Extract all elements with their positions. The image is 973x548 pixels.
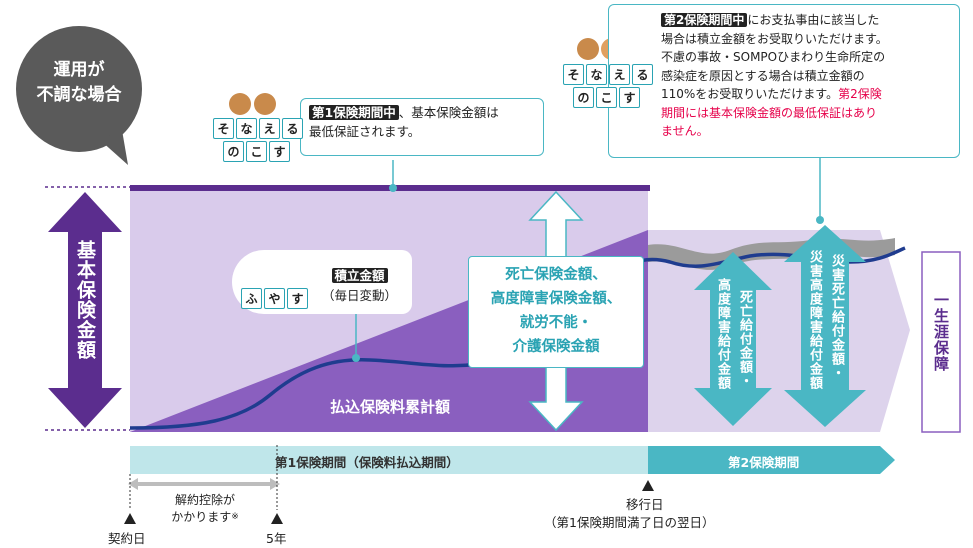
char-su: す [269, 141, 290, 162]
char-ko: こ [246, 141, 267, 162]
death-benefit-line4: 介護保険金額 [512, 339, 600, 355]
marker-transition-note: （第1保険期間満了日の翌日） [544, 515, 715, 530]
lifetime-label: 一生涯保障 [932, 292, 950, 372]
gray-bubble [16, 26, 142, 152]
mascot-left-2 [577, 38, 599, 60]
benefit-arrow2-label-a: 災害死亡給付金額・ [829, 254, 844, 380]
surrender-arrow-right [270, 478, 280, 490]
surrender-line1: 解約控除が [174, 493, 235, 507]
base-amount-arrow [48, 192, 122, 428]
callout1-badge: 第1保険期間中 [309, 105, 399, 120]
marker-transition [642, 480, 654, 491]
callout1-text1: 、基本保険金額は [398, 105, 499, 120]
marker-contract-label: 契約日 [108, 531, 146, 546]
mascot-left-1 [229, 93, 251, 115]
period2-label: 第2保険期間 [728, 455, 800, 470]
char-no: の [223, 141, 244, 162]
fuyasu-badge: 積立金額 [331, 268, 388, 283]
death-benefit-line3: 就労不能・ [519, 315, 593, 331]
char2-su: す [619, 87, 640, 108]
gray-bubble-tail [100, 130, 128, 165]
fuyasu-sub: （毎日変動） [322, 288, 398, 303]
fund-dot [352, 354, 360, 362]
callout2-red2: 期間には基本保険金額の最低保証はあり [661, 105, 878, 120]
gray-bubble-line2: 不調な場合 [36, 85, 122, 105]
char-so: そ [213, 118, 234, 139]
benefit-arrow-2 [784, 225, 866, 427]
death-benefit-box: 死亡保険金額、 高度障害保険金額、 就労不能・ 介護保険金額 [468, 256, 644, 368]
fuyasu-chars: ふやす [240, 288, 309, 309]
premium-label: 払込保険料累計額 [330, 398, 451, 416]
char-su2: す [287, 288, 308, 309]
char2-ru: る [632, 64, 653, 85]
callout1-box: 第1保険期間中、基本保険金額は 最低保証されます。 [300, 98, 544, 156]
marker-year5-label: 5年 [266, 531, 287, 546]
char-ya: や [264, 288, 285, 309]
surrender-arrow-left [128, 478, 138, 490]
fuyasu-labels: 積立金額 （毎日変動） [322, 266, 397, 306]
char2-na: な [586, 64, 607, 85]
char2-no: の [573, 87, 594, 108]
gray-bubble-line1: 運用が [53, 60, 105, 80]
surrender-line2: かかります [171, 510, 232, 524]
callout2-badge: 第2保険期間中 [661, 13, 748, 27]
char-e: え [259, 118, 280, 139]
callout2-dot [816, 216, 824, 224]
char2-ko: こ [596, 87, 617, 108]
marker-transition-label: 移行日 [626, 497, 664, 512]
callout2-line1: にお支払事由に該当した [747, 13, 880, 27]
benefit-arrow2-label-b: 災害高度障害給付金額 [807, 250, 822, 390]
char2-e: え [609, 64, 630, 85]
period1-label: 第1保険期間（保険料払込期間） [275, 455, 459, 470]
death-benefit-line2: 高度障害保険金額、 [490, 291, 622, 307]
callout2-line4: 感染症を原因とする場合は積立金額の [661, 68, 865, 83]
mascot-right-1 [254, 93, 276, 115]
callout1-text2: 最低保証されます。 [309, 124, 421, 139]
char-ru: る [282, 118, 303, 139]
callout2-red1: 第2保険 [838, 87, 882, 101]
callout2-box: 第2保険期間中にお支払事由に該当した 場合は積立金額をお受取りいただけます。 不… [608, 4, 960, 158]
gray-bubble-text: 運用が 不調な場合 [15, 58, 143, 108]
callout2-red3: ません。 [661, 124, 709, 138]
char2-so: そ [563, 64, 584, 85]
char-fu: ふ [241, 288, 262, 309]
char-na: な [236, 118, 257, 139]
callout1-dot [389, 184, 397, 192]
period2-bar [648, 446, 895, 474]
benefit-arrow-1 [694, 252, 772, 426]
period1-bar [130, 446, 648, 474]
marker-contract [124, 513, 136, 524]
surrender-text: 解約控除が かかります※ [150, 492, 260, 526]
benefit-arrow1-label-a: 死亡給付金額・ [737, 290, 752, 388]
surrender-note: ※ [231, 512, 239, 522]
death-benefit-line1: 死亡保険金額、 [505, 267, 607, 283]
callout2-line5: 110%をお受取りいただけます。 [661, 87, 839, 101]
callout2-line2: 場合は積立金額をお受取りいただけます。 [661, 31, 888, 46]
callout2-chars: そなえる のこす [562, 64, 653, 108]
left-axis-label: 基本保険金額 [74, 240, 96, 360]
benefit-arrow1-label-b: 高度障害給付金額 [715, 278, 730, 390]
callout1-chars: そなえる のこす [212, 118, 303, 162]
callout2-line3: 不慮の事故・SOMPOひまわり生命所定の [661, 50, 886, 64]
lifetime-box [921, 251, 961, 433]
marker-year5 [271, 513, 283, 524]
